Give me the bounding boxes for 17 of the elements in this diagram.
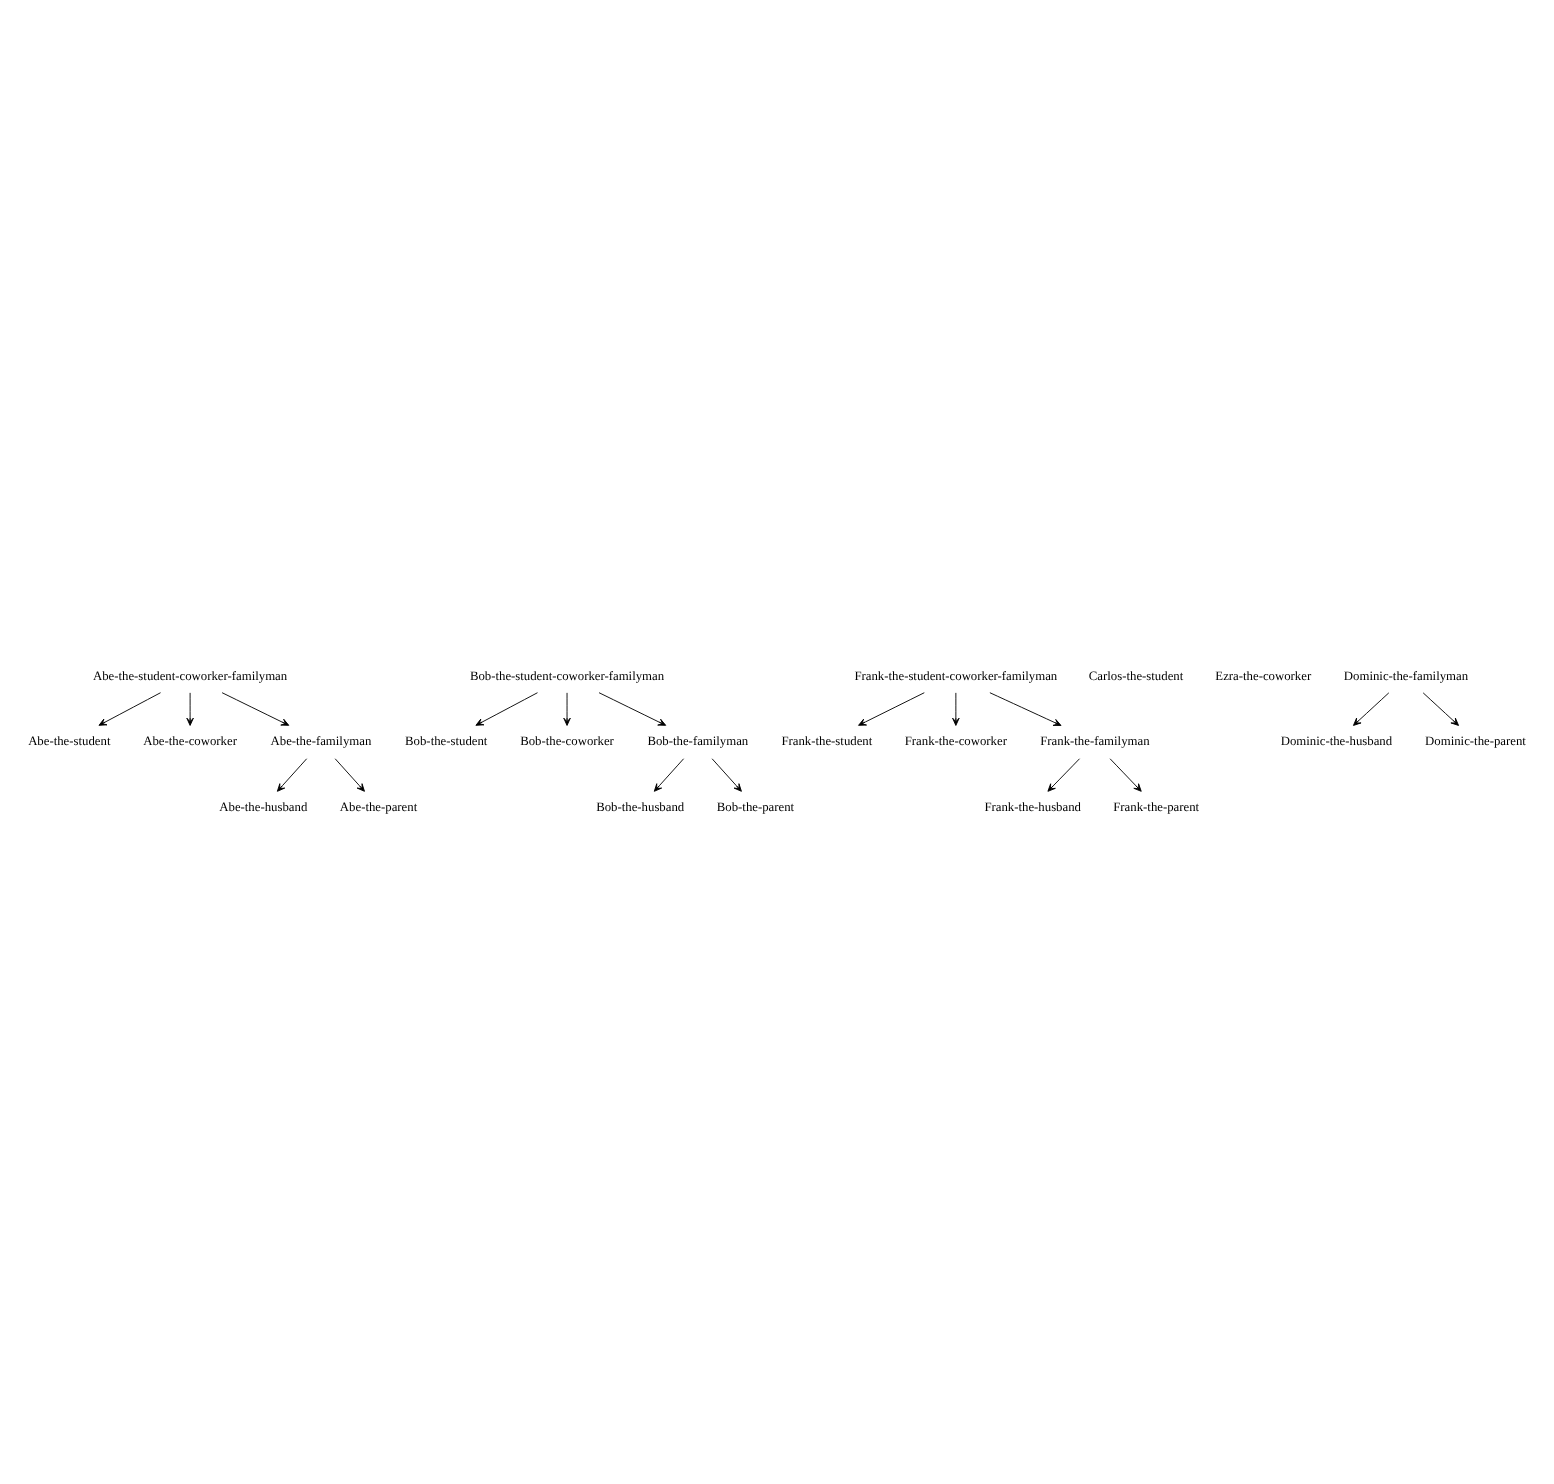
arrow [1422, 692, 1459, 726]
arrow [221, 692, 290, 726]
arrow [952, 692, 960, 726]
arrow [858, 692, 925, 726]
arrow [711, 758, 742, 792]
arrow [989, 692, 1062, 726]
arrow [1353, 692, 1390, 726]
arrow [475, 692, 538, 726]
arrow [653, 758, 685, 792]
arrow [98, 692, 161, 726]
arrow [186, 692, 194, 726]
arrow [598, 692, 667, 726]
arrow [334, 758, 365, 792]
arrow [563, 692, 571, 726]
arrow [276, 758, 308, 792]
arrow [1109, 758, 1142, 792]
arrow [1047, 758, 1080, 792]
